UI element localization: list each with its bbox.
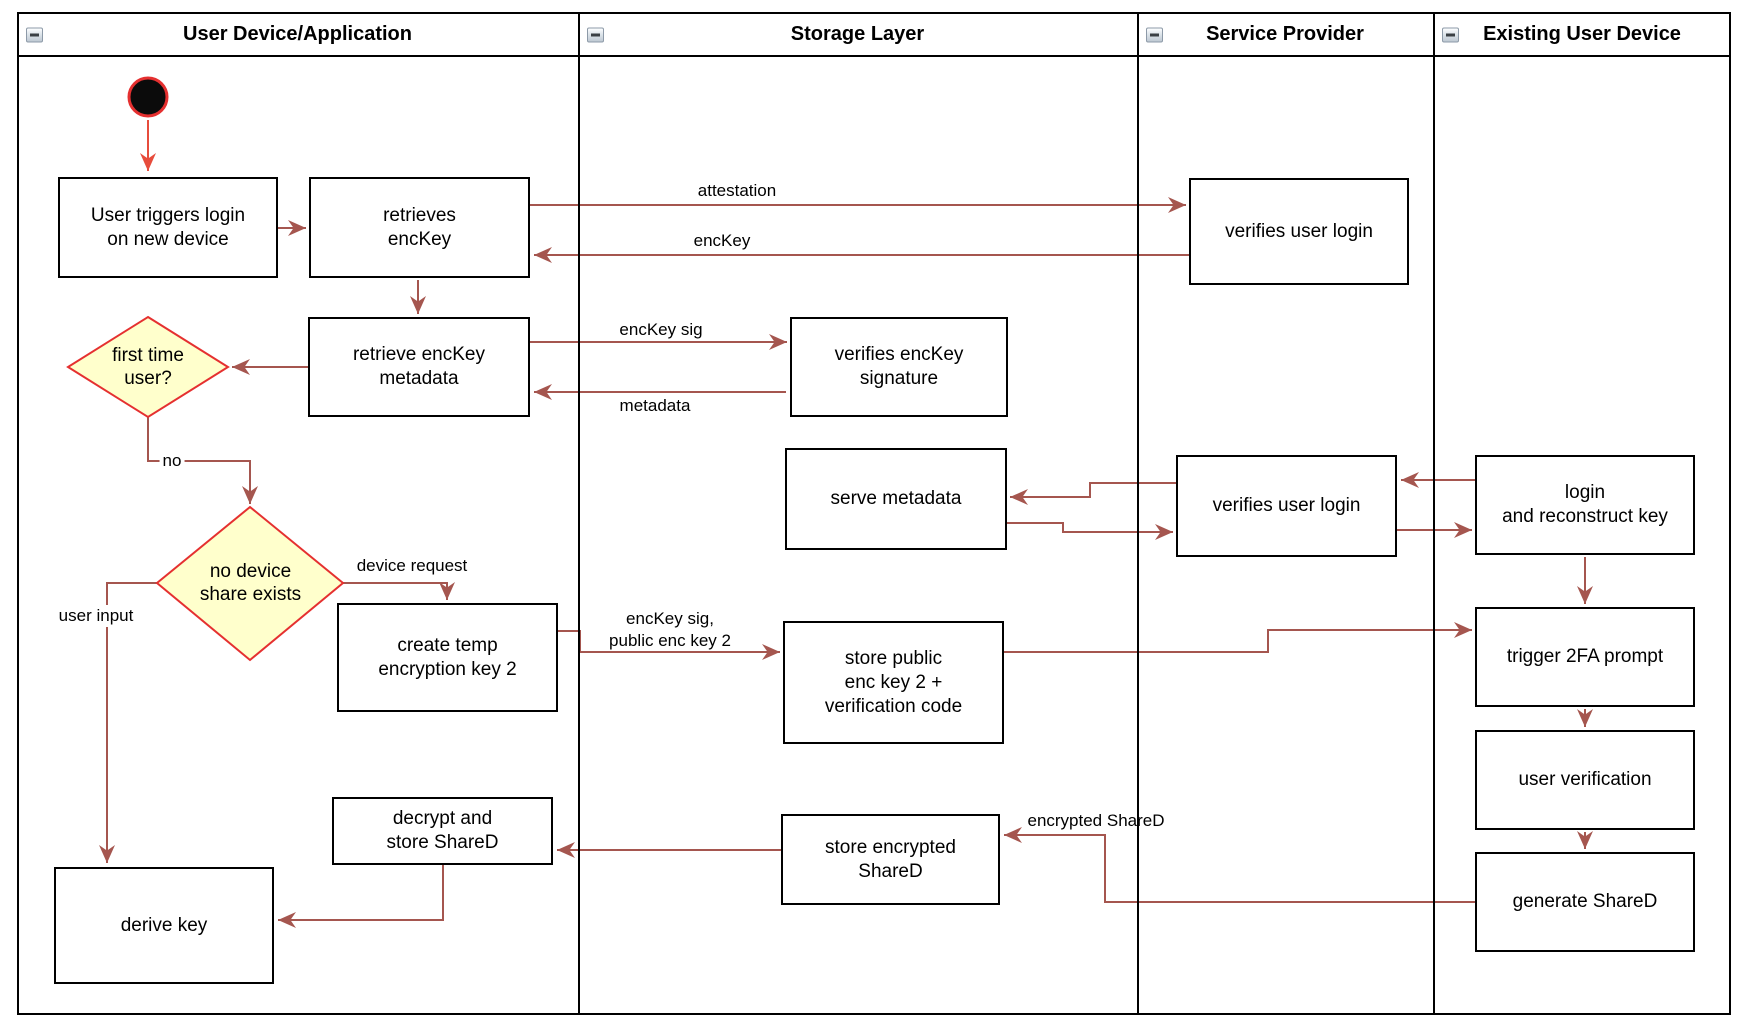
edge-label-line: public enc key 2	[609, 631, 731, 650]
decision-no-device-share-shape[interactable]	[155, 505, 345, 662]
lane-border-2	[1137, 12, 1139, 1015]
edge-device-request	[343, 582, 455, 600]
node-text-line: retrieves	[383, 204, 456, 226]
node-user-verification[interactable]: user verification	[1475, 730, 1695, 830]
node-text-line: store encrypted	[825, 836, 956, 858]
node-text-line: first time	[112, 345, 184, 366]
node-text-line: verification code	[824, 695, 963, 717]
node-text-line: user?	[124, 368, 172, 389]
node-text-line: User triggers login	[90, 204, 246, 226]
node-serve-metadata[interactable]: serve metadata	[785, 448, 1007, 550]
node-text-line: no device	[209, 561, 292, 582]
lane-border-1	[578, 12, 580, 1015]
node-text-line: store ShareD	[386, 832, 499, 853]
node-text-line: trigger 2FA prompt	[1506, 646, 1664, 667]
node-text-line: share exists	[199, 584, 302, 605]
header-divider	[17, 55, 1731, 57]
node-retrieve-enckey-metadata[interactable]: retrieve encKey metadata	[308, 317, 530, 417]
edge-label-line: encKey sig,	[626, 609, 714, 628]
node-text-line: and reconstruct key	[1502, 506, 1668, 527]
edge-decrypt-to-derive	[278, 865, 444, 928]
node-text-line: verifies user login	[1225, 220, 1373, 242]
node-text-line: ShareD	[858, 860, 923, 882]
edge-label-line: device request	[356, 556, 468, 575]
node-text-line: retrieve encKey	[352, 344, 485, 365]
lane-title-service-provider: Service Provider	[1206, 23, 1364, 45]
start-node[interactable]	[127, 76, 169, 118]
edge-label-line: encKey sig	[619, 320, 703, 339]
edge-label-line: user input	[58, 606, 134, 625]
node-text-line: decrypt and	[392, 808, 493, 829]
edge-user-input	[99, 582, 158, 863]
lane-header-storage-layer[interactable]: Storage Layer	[578, 14, 1137, 55]
node-text-line: derive key	[120, 914, 208, 936]
node-text-line: store public	[844, 647, 943, 669]
node-decrypt-and-store-shared[interactable]: decrypt and store ShareD	[332, 797, 553, 865]
lane-border-3	[1433, 12, 1435, 1015]
node-text-line: login	[1564, 482, 1606, 503]
node-verifies-user-login-top[interactable]: verifies user login	[1189, 178, 1409, 285]
edge-label-line: encrypted ShareD	[1027, 811, 1165, 830]
node-text-line: generate ShareD	[1512, 891, 1658, 912]
lane-title-user-device: User Device/Application	[183, 23, 412, 45]
node-text-line: encKey	[387, 228, 452, 250]
node-derive-key[interactable]: derive key	[54, 867, 274, 984]
edge-label-device-request[interactable]: device request	[357, 555, 468, 577]
edge-serve-metadata-to-login	[1007, 522, 1173, 540]
edge-label-enckey-sig[interactable]: encKey sig	[619, 319, 702, 341]
node-login-and-reconstruct-key[interactable]: login and reconstruct key	[1475, 455, 1695, 555]
edge-label-line: metadata	[619, 396, 691, 415]
edge-store-public-to-2fa	[1004, 622, 1472, 653]
edge-no-branch	[147, 417, 258, 504]
edge-enckey-sig-public-key	[558, 630, 780, 660]
edge-label-enckey[interactable]: encKey	[694, 230, 751, 252]
node-trigger-2fa-prompt[interactable]: trigger 2FA prompt	[1475, 607, 1695, 707]
edge-label-no[interactable]: no	[159, 450, 185, 472]
diagram-frame	[17, 12, 1731, 1015]
decision-first-time-user-shape[interactable]	[66, 315, 230, 419]
node-text-line: serve metadata	[830, 488, 962, 509]
node-verifies-enckey-signature[interactable]: verifies encKey signature	[790, 317, 1008, 417]
edge-label-metadata[interactable]: metadata	[620, 395, 691, 417]
edge-label-user-input[interactable]: user input	[55, 605, 137, 627]
edge-label-line: attestation	[697, 181, 777, 200]
lane-title-storage-layer: Storage Layer	[790, 23, 925, 45]
node-text-line: create temp	[397, 634, 498, 656]
node-text-line: user verification	[1518, 769, 1652, 790]
edge-label-line: encKey	[693, 231, 751, 250]
node-generate-shared[interactable]: generate ShareD	[1475, 852, 1695, 952]
node-verifies-user-login-mid[interactable]: verifies user login	[1176, 455, 1397, 557]
node-text-line: verifies encKey	[834, 344, 964, 365]
node-text-line: on new device	[107, 228, 229, 250]
node-text-line: verifies user login	[1212, 495, 1361, 516]
node-text-line: signature	[859, 368, 939, 389]
edge-label-enckey-sig-public-enc-key-2[interactable]: encKey sig, public enc key 2	[609, 608, 731, 652]
collapse-icon[interactable]	[1442, 27, 1459, 42]
edge-label-attestation[interactable]: attestation	[698, 180, 776, 202]
collapse-icon[interactable]	[26, 27, 43, 42]
node-text-line: metadata	[379, 368, 459, 389]
lane-header-existing-user-device[interactable]: Existing User Device	[1433, 14, 1731, 55]
lane-header-service-provider[interactable]: Service Provider	[1137, 14, 1433, 55]
node-text-line: encryption key 2	[378, 658, 517, 680]
edge-encrypted-shared	[1004, 827, 1475, 903]
edge-label-encrypted-shared[interactable]: encrypted ShareD	[1027, 810, 1164, 832]
node-text-line: enc key 2 +	[844, 671, 943, 693]
collapse-icon[interactable]	[587, 27, 604, 42]
lane-title-existing-user-device: Existing User Device	[1483, 23, 1681, 45]
edge-login-to-serve-metadata	[1010, 482, 1176, 505]
edge-label-line: no	[162, 451, 182, 470]
lane-header-user-device[interactable]: User Device/Application	[17, 14, 578, 55]
collapse-icon[interactable]	[1146, 27, 1163, 42]
